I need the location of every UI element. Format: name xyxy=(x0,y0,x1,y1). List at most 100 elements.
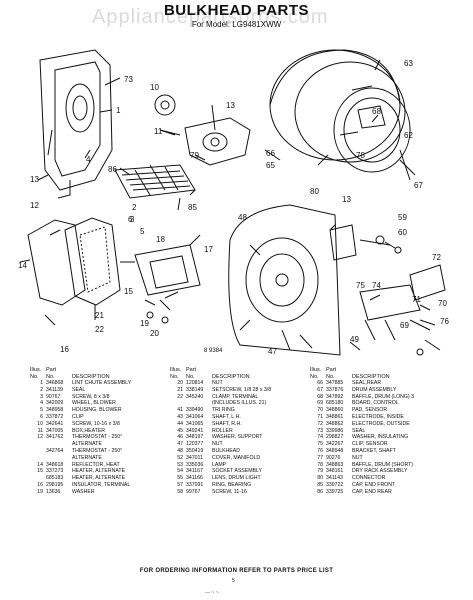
header-part-no: No. xyxy=(326,373,335,380)
callout: 79 xyxy=(190,151,199,160)
illus-number: 44 xyxy=(177,420,183,427)
part-description: (INCLUDES ILLUS. 21) xyxy=(212,400,267,407)
part-description: NUT xyxy=(212,380,223,386)
part-number: 120377 xyxy=(186,441,204,448)
illus-number: 12 xyxy=(37,434,43,441)
callout: 4 xyxy=(86,155,91,164)
part-number: 335036 xyxy=(186,461,204,468)
part-description: BAFFLE, DRUM (LONG) 3 xyxy=(352,393,414,400)
part-number: 337872 xyxy=(46,413,64,420)
part-description: BULKHEAD xyxy=(212,447,240,454)
part-number: 298195 xyxy=(46,481,64,488)
callout: 68 xyxy=(372,107,381,116)
part-number: 348862 xyxy=(326,420,344,427)
part-description: ALTERNATE xyxy=(72,441,102,448)
callout: 86 xyxy=(108,165,117,174)
part-number: 348618 xyxy=(46,461,64,468)
illus-number: 11 xyxy=(37,427,43,434)
part-description: TRI RING xyxy=(212,407,235,414)
illus-number: 1 xyxy=(40,380,43,386)
header-illus: Illus. xyxy=(170,367,182,373)
callout: 76 xyxy=(440,317,449,326)
callout: 60 xyxy=(398,228,407,237)
part-description: WASHER, SUPPORT xyxy=(212,434,263,441)
header-no: No. xyxy=(310,373,319,380)
illus-number: 43 xyxy=(177,413,183,420)
blower-housing-drawing xyxy=(184,117,251,166)
part-number: 298827 xyxy=(326,434,344,441)
illus-number: 46 xyxy=(177,434,183,441)
heat-reflector-drawing xyxy=(27,219,86,306)
part-number: 347005 xyxy=(46,427,64,434)
part-number: 337091 xyxy=(186,481,204,488)
illus-number xyxy=(30,455,46,462)
illus-number: 54 xyxy=(177,468,183,475)
part-number: 338149 xyxy=(186,386,204,393)
illus-number: 55 xyxy=(177,475,183,482)
part-description: CAP, END REAR xyxy=(352,488,392,495)
part-number: 342641 xyxy=(46,420,64,427)
part-description: SHAFT, R.H. xyxy=(212,420,242,427)
table-header: No. No. DESCRIPTION xyxy=(310,374,450,381)
part-description: SEAL,REAR xyxy=(352,380,382,386)
part-description: SOCKET ASSEMBLY xyxy=(212,468,262,475)
callout: 22 xyxy=(95,325,104,334)
part-description: ROLLER xyxy=(212,427,233,434)
part-number: 349241 xyxy=(186,427,204,434)
part-number: 339722 xyxy=(326,481,344,488)
illus-number: 22 xyxy=(177,393,183,400)
part-number: 99767 xyxy=(186,488,201,495)
callout: 59 xyxy=(398,213,407,222)
part-number: 348161 xyxy=(326,468,344,475)
illus-number: 10 xyxy=(37,420,43,427)
part-description: BRACKET, SHAFT xyxy=(352,447,396,454)
header-part-no: No. xyxy=(186,373,195,380)
illus-number: 86 xyxy=(317,488,323,495)
bulkhead-drawing xyxy=(228,204,341,356)
illus-number: 76 xyxy=(317,447,323,454)
illus-number: 48 xyxy=(177,447,183,454)
table-header: No. No. DESCRIPTION xyxy=(30,374,170,381)
illus-number: 73 xyxy=(317,427,323,434)
callout: 78 xyxy=(356,151,365,160)
part-description: NUT xyxy=(212,441,223,448)
control-board-drawing xyxy=(329,224,357,261)
part-description: SHAFT, L.H. xyxy=(212,413,241,420)
part-number: 348863 xyxy=(326,461,344,468)
part-description: PAD, SENSOR xyxy=(352,407,388,414)
header-part: Part xyxy=(186,367,197,373)
callout: 74 xyxy=(372,281,381,290)
illus-number: 21 xyxy=(177,386,183,393)
watermark: Appliancepartspros.com xyxy=(92,6,329,28)
ordering-footer: FOR ORDERING INFORMATION REFER TO PARTS … xyxy=(139,568,334,574)
callout: 6 xyxy=(128,215,133,224)
bottom-mark: — ~ ~ xyxy=(205,590,219,596)
illus-number: 70 xyxy=(317,407,323,414)
header-description: DESCRIPTION xyxy=(352,373,390,380)
